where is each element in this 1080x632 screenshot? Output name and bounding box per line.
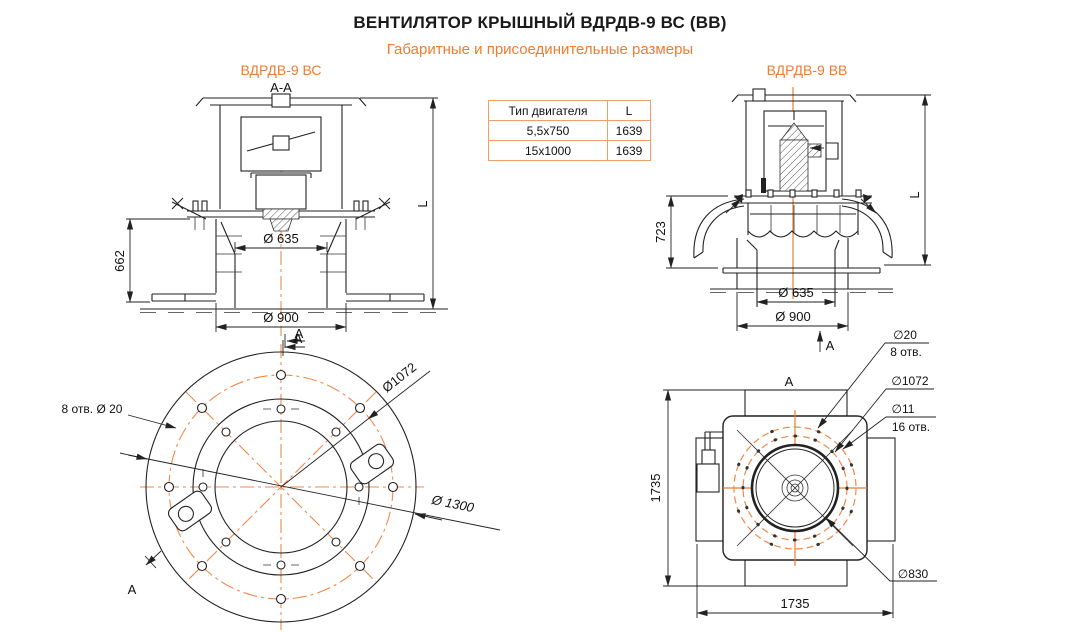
plate-hole2-d: ∅11 (892, 402, 915, 416)
plate-dimensions: 1735 1735 (648, 389, 894, 618)
col-motor-type: Тип двигателя (488, 100, 608, 121)
plate-hole1-d: ∅20 (893, 328, 917, 342)
vs-dim-L: L (415, 200, 430, 207)
vs-dim-662: 662 (112, 250, 127, 272)
flange-section-mark-bottom: А (128, 582, 137, 597)
flange-section-mark-top: А (294, 331, 303, 346)
table-row: 5,5x750 1639 (488, 120, 651, 141)
page-title: ВЕНТИЛЯТОР КРЫШНЫЙ ВДРДВ-9 ВС (ВВ) (353, 13, 727, 32)
flange-dim-1072: Ø1072 (379, 360, 419, 396)
plate-opening-d: ∅830 (898, 567, 929, 581)
flange-lug (167, 490, 213, 532)
motor-table: Тип двигателя L 5,5x750 1639 15x1000 163… (488, 100, 651, 161)
plate-bolt-circle: ∅1072 (891, 374, 928, 388)
page-subtitle: Габаритные и присоединительные размеры (386, 41, 694, 58)
plate-labels: ∅20 8 отв. ∅1072 ∅11 16 отв. ∅830 А (785, 328, 937, 582)
vs-dim-900: Ø 900 (263, 310, 298, 325)
plate-hole2-n: 16 отв. (892, 420, 930, 434)
flange-dim-1300: Ø 1300 (430, 492, 477, 516)
flange-plan: Ø1072 Ø 1300 8 отв. Ø 20 А А (62, 331, 501, 630)
vs-dim-635: Ø 635 (263, 231, 298, 246)
plate-circles (732, 425, 858, 551)
vv-dimensions: 723 L Ø 635 Ø 900 А (653, 94, 931, 353)
vv-outline (693, 88, 893, 307)
plate-dim-height: 1735 (648, 474, 663, 503)
vv-dim-L: L (907, 191, 922, 198)
view-label-vv: ВДРДВ-9 ВВ (766, 62, 848, 78)
vs-outline (140, 93, 448, 313)
vs-section-mark: А (295, 326, 304, 341)
table-header-row: Тип двигателя L (488, 100, 651, 121)
plate-dim-width: 1735 (781, 596, 810, 611)
plate-plan: ∅20 8 отв. ∅1072 ∅11 16 отв. ∅830 А 1735 (648, 328, 937, 618)
vs-section-label: А-А (270, 80, 292, 95)
view-label-vs: ВДРДВ-9 ВС (240, 62, 322, 78)
plate-section-mark: А (785, 374, 794, 389)
vv-dim-723: 723 (653, 221, 668, 243)
junction-box (696, 431, 723, 493)
vs-dimensions: 662 L Ø 635 Ø 900 А А-А (112, 80, 438, 348)
cell-L: 1639 (607, 140, 651, 161)
vv-dim-635: Ø 635 (778, 285, 813, 300)
table-row: 15x1000 1639 (488, 140, 651, 161)
flange-holes-label: 8 отв. Ø 20 (62, 402, 123, 416)
flange-lug (349, 443, 395, 485)
vv-section-mark: А (826, 338, 835, 353)
elevation-vs: 662 L Ø 635 Ø 900 А А-А (112, 80, 448, 348)
plate-hole1-n: 8 отв. (890, 345, 922, 359)
elevation-vv: 723 L Ø 635 Ø 900 А (653, 87, 931, 353)
vv-dim-900: Ø 900 (775, 309, 810, 324)
